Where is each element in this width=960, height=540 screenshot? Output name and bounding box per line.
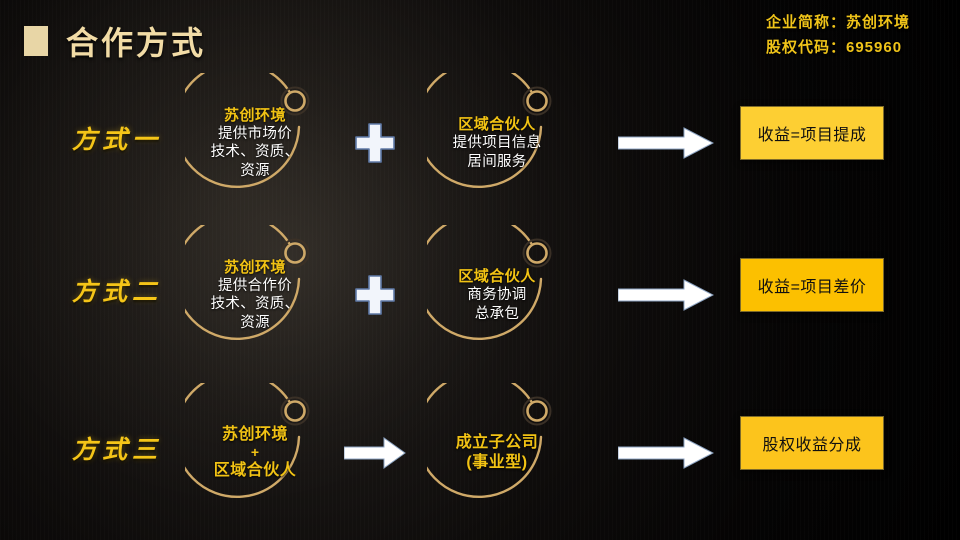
circle-node-company-2: 苏创环境 提供合作价 技术、资质、 资源 — [185, 225, 320, 360]
method-label-2: 方式二 — [71, 277, 162, 306]
circle-ring-icon — [185, 383, 310, 498]
page-title-text: 合作方式 — [66, 25, 207, 61]
plus-icon — [352, 272, 398, 318]
circle-heading: 区域合伙人 — [458, 267, 536, 285]
method-row-1: 方式一 苏创环境 提供市场价 技术、资质、 资源 — [0, 68, 960, 218]
circle-node-company-1: 苏创环境 提供市场价 技术、资质、 资源 — [185, 73, 320, 208]
circle-line: 技术、资质、 — [210, 296, 300, 313]
circle-heading: 苏创环境 — [223, 106, 286, 124]
circle-line: 提供项目信息 — [452, 135, 542, 152]
circle-ring-icon — [427, 225, 552, 340]
circle-heading: 成立子公司 — [455, 433, 539, 451]
circle-heading: 区域合伙人 — [458, 115, 536, 133]
result-text: 收益=项目提成 — [757, 127, 867, 144]
method-label-3: 方式三 — [71, 435, 162, 464]
arrow-right-icon — [618, 126, 714, 160]
circle-line: 区域合伙人 — [213, 461, 297, 479]
circle-node-partner-2: 区域合伙人 商务协调 总承包 — [427, 225, 562, 360]
circle-line: 总承包 — [474, 305, 520, 322]
arrow-right-icon — [618, 436, 714, 470]
corporate-info: 企业简称：苏创环境 股权代码：695960 — [766, 10, 910, 60]
arrow-right-icon — [618, 278, 714, 312]
circle-line: (事业型) — [466, 454, 528, 471]
circle-node-partner-1: 区域合伙人 提供项目信息 居间服务 — [427, 73, 562, 208]
circle-line: 技术、资质、 — [210, 144, 300, 161]
circle-plus-symbol: + — [250, 444, 260, 461]
method-label-1: 方式一 — [71, 125, 162, 154]
title-marker-icon — [24, 26, 48, 56]
result-box-3: 股权收益分成 — [740, 416, 884, 470]
company-name-line: 企业简称：苏创环境 — [765, 14, 910, 31]
result-text: 收益=项目差价 — [757, 279, 867, 296]
arrow-right-icon — [344, 436, 406, 470]
circle-ring-icon — [427, 383, 552, 498]
page-title: 合作方式 — [24, 18, 206, 64]
method-row-3: 方式三 苏创环境 + 区域合伙人 — [0, 378, 960, 528]
circle-ring-icon — [427, 73, 552, 188]
plus-icon — [352, 120, 398, 166]
method-row-2: 方式二 苏创环境 提供合作价 技术、资质、 资源 — [0, 220, 960, 370]
circle-ring-icon — [185, 225, 310, 340]
stock-code-line: 股权代码：695960 — [765, 39, 903, 56]
circle-heading: 苏创环境 — [221, 425, 288, 443]
circle-line: 资源 — [240, 314, 270, 331]
result-box-1: 收益=项目提成 — [740, 106, 884, 160]
circle-node-subsidiary-3: 成立子公司 (事业型) — [427, 383, 562, 518]
circle-heading: 苏创环境 — [223, 258, 286, 276]
circle-line: 商务协调 — [467, 287, 527, 304]
circle-line: 提供合作价 — [218, 277, 292, 294]
circle-line: 提供市场价 — [218, 125, 292, 142]
circle-ring-icon — [185, 73, 310, 188]
result-box-2: 收益=项目差价 — [740, 258, 884, 312]
result-text: 股权收益分成 — [762, 437, 862, 454]
circle-line: 居间服务 — [467, 153, 527, 170]
circle-node-joint-3: 苏创环境 + 区域合伙人 — [185, 383, 320, 518]
circle-line: 资源 — [240, 162, 270, 179]
